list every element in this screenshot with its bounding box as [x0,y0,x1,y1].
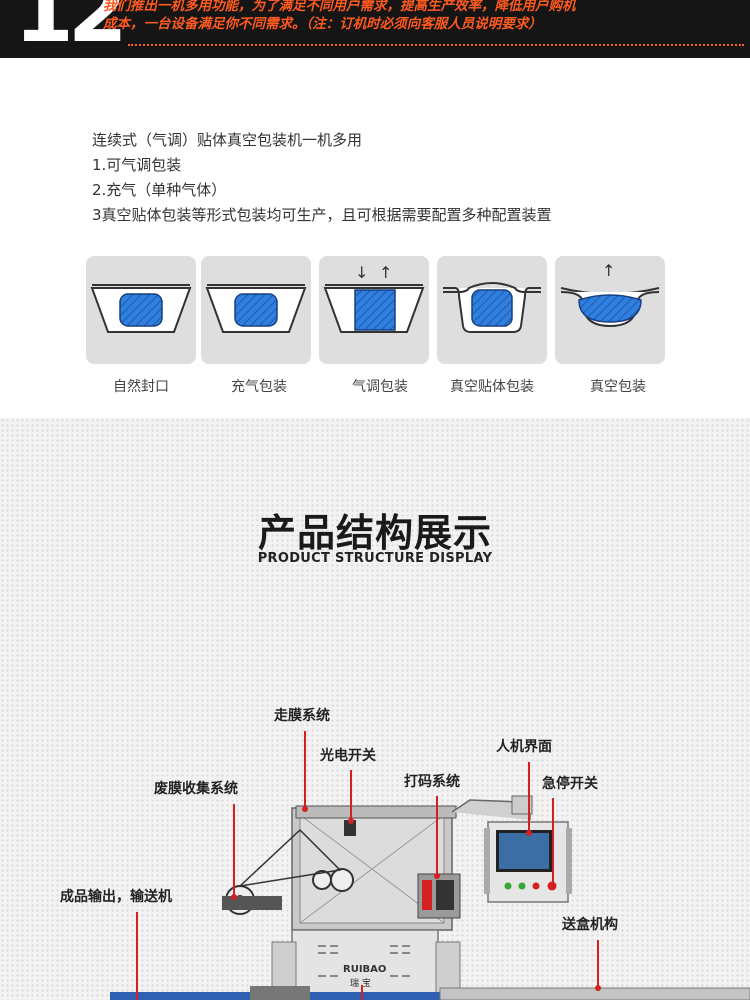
svg-text:↑: ↑ [602,261,615,280]
intro-line: 连续式（气调）贴体真空包装机一机多用 [92,131,363,149]
section-title: 产品结构展示 [257,511,492,555]
vacuum-skin-icon [443,282,541,333]
mode-label: 真空包装 [590,379,646,395]
brand-logo: RUIBAO [343,964,386,975]
mode-card-natural-seal [86,256,196,364]
callout-box-feed: 送盒机构 [562,917,618,933]
callout-photo-switch: 光电开关 [320,748,376,764]
callout-line [304,731,306,809]
callout-dot [550,882,556,888]
mode-card-vacuum-skin [437,256,547,364]
brand-chinese: 瑞 宝 [350,977,371,989]
banner-dotted-rule [128,44,744,46]
callout-line [436,796,438,876]
callout-line [528,762,530,832]
mode-label: 真空贴体包装 [450,379,534,395]
callout-dot [348,818,354,824]
callout-line [552,798,554,884]
section-subtitle: PRODUCT STRUCTURE DISPLAY [257,551,493,566]
gas-flush-icon [205,284,307,333]
mode-label: 气调包装 [352,379,408,395]
intro-text: 连续式（气调）贴体真空包装机一机多用 1.可气调包装 2.充气（单种气体） 3真… [92,128,552,228]
intro-line: 2.充气（单种气体） [92,181,227,199]
banner-line-1: 我们推出一机多用功能，为了满足不同用户需求，提高生产效率，降低用户购机 [103,0,576,14]
callout-line [350,770,352,820]
callout-output-conveyor: 成品输出，输送机 [60,889,172,905]
intro-line: 3真空贴体包装等形式包装均可生产，且可根据需要配置多种配置装置 [92,206,552,224]
callout-line [233,804,235,896]
mode-card-vacuum-pack: ↑ [555,256,665,364]
mode-card-gas-flush [201,256,311,364]
callout-dot [302,806,308,812]
callout-film-feed: 走膜系统 [274,708,330,724]
callout-dot [526,830,532,836]
natural-seal-icon [90,284,192,333]
mode-label: 充气包装 [231,379,287,395]
callout-coder: 打码系统 [404,774,460,790]
modified-atmosphere-icon: ↓ ↑ [323,263,425,333]
banner-line-2: 成本，一台设备满足你不同需求。（注：订机时必须向客服人员说明要求） [103,16,542,32]
callout-dot [595,985,601,991]
callout-estop: 急停开关 [542,776,598,792]
feature-number: 12 [14,0,128,58]
mode-card-modified-atmosphere: ↓ ↑ [319,256,429,364]
callout-hmi: 人机界面 [496,739,552,755]
callout-line [597,940,599,988]
callout-dot [231,894,237,900]
intro-line: 1.可气调包装 [92,156,182,174]
svg-text:↑: ↑ [379,263,392,282]
callout-waste-film: 废膜收集系统 [154,781,238,797]
callout-line [136,912,138,1000]
callout-dot [434,873,440,879]
packaging-modes: ↓ ↑ ↑ 自然封口 充气包装 气调包装 真空贴体包装 真空包装 [86,256,666,395]
vacuum-pack-icon: ↑ [560,261,660,328]
svg-text:↓: ↓ [355,263,368,282]
feature-banner: 12 我们推出一机多用功能，为了满足不同用户需求，提高生产效率，降低用户购机 成… [0,0,750,58]
mode-label: 自然封口 [113,379,169,395]
callout-line [361,985,363,1000]
